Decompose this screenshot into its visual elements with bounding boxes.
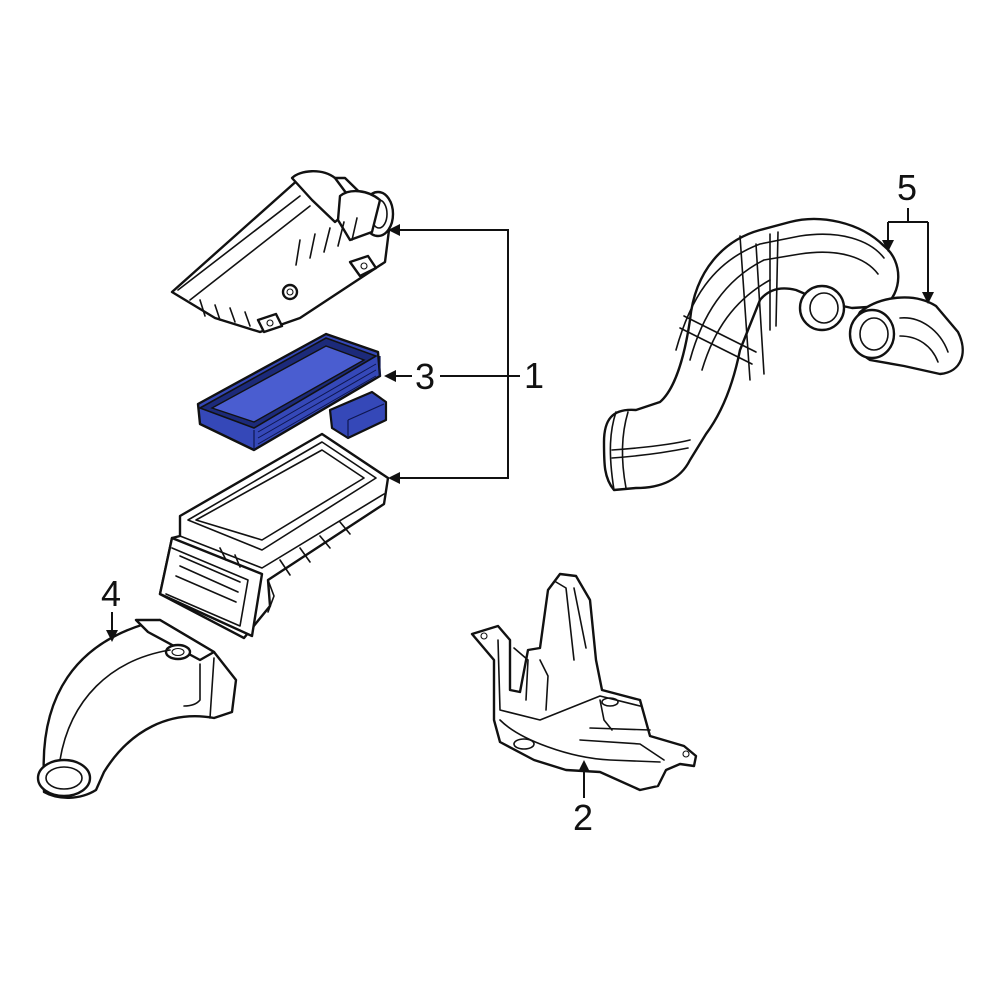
air-cleaner-cover[interactable] xyxy=(170,170,395,334)
callout-2: 2 xyxy=(573,797,593,838)
leader-lines xyxy=(106,208,934,798)
air-cleaner-housing[interactable] xyxy=(158,432,390,640)
callout-5: 5 xyxy=(897,167,917,208)
intake-duct[interactable] xyxy=(36,618,238,799)
callout-1: 1 xyxy=(524,355,544,396)
callout-4: 4 xyxy=(101,573,121,614)
mounting-bracket[interactable] xyxy=(470,572,698,792)
callout-3: 3 xyxy=(415,356,435,397)
intake-hose-long[interactable] xyxy=(602,217,900,492)
air-filter-element[interactable] xyxy=(196,332,388,452)
intake-hose-short[interactable] xyxy=(848,296,964,376)
